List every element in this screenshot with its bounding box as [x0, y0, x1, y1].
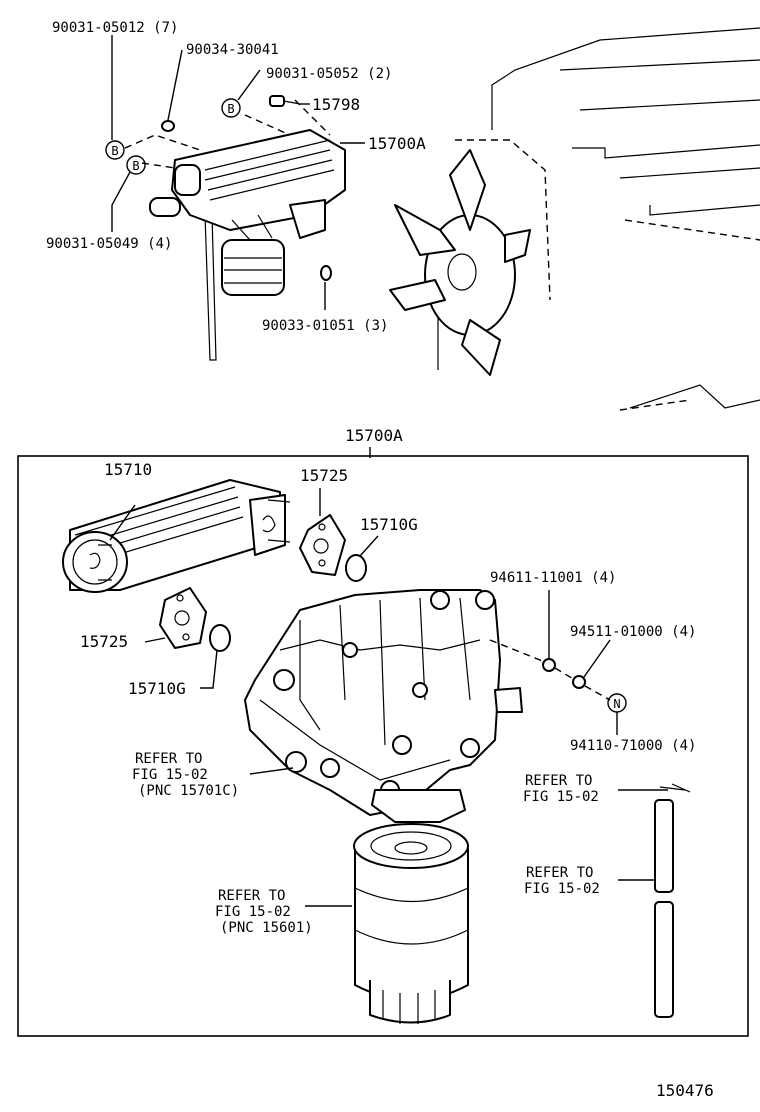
- label-15725-upper: 15725: [300, 466, 348, 485]
- refer-note-dipstick: REFER TO FIG 15-02: [524, 865, 600, 897]
- box-leader-lines: [109, 488, 668, 907]
- oil-cooler-assembly-top: [149, 129, 346, 361]
- circle-n-label: N: [613, 697, 620, 711]
- label-15710: 15710: [104, 460, 152, 479]
- o-ring-15710g-lower: [209, 624, 231, 652]
- label-90034-30041: 90034-30041: [186, 42, 279, 58]
- assembly-frame: [17, 455, 749, 1037]
- oil-cooler-15710: [62, 479, 291, 593]
- washer-94611-icon: [542, 658, 556, 672]
- fan-icon: [389, 149, 531, 376]
- ring-icon: [320, 265, 332, 281]
- diagram-code: 150476: [656, 1081, 714, 1100]
- svg-text:FIG 15-02: FIG 15-02: [524, 881, 600, 897]
- engine-outline: [455, 27, 760, 411]
- top-leader-lines: [111, 35, 365, 310]
- oil-filter-bracket-housing: [244, 589, 523, 823]
- label-15700a-box: 15700A: [345, 426, 403, 445]
- svg-text:REFER TO: REFER TO: [135, 751, 202, 767]
- svg-text:REFER TO: REFER TO: [526, 865, 593, 881]
- label-15710g-upper: 15710G: [360, 515, 418, 534]
- circle-b-marker-3: [221, 98, 241, 118]
- svg-text:FIG 15-02: FIG 15-02: [215, 904, 291, 920]
- svg-text:FIG 15-02: FIG 15-02: [132, 767, 208, 783]
- label-94511-01000: 94511-01000 (4): [570, 624, 696, 640]
- gasket-icon: [161, 120, 175, 132]
- gasket-15725-lower: [159, 587, 207, 649]
- refer-note-dipstick-guide: REFER TO FIG 15-02: [523, 773, 599, 805]
- svg-text:REFER TO: REFER TO: [218, 888, 285, 904]
- label-15725-lower: 15725: [80, 632, 128, 651]
- svg-text:FIG 15-02: FIG 15-02: [523, 789, 599, 805]
- label-90033-01051: 90033-01051 (3): [262, 318, 388, 334]
- svg-text:(PNC 15701C): (PNC 15701C): [138, 783, 239, 799]
- refer-note-pnc-15601: REFER TO FIG 15-02 (PNC 15601): [215, 888, 313, 936]
- circle-b-marker-2: [126, 155, 146, 175]
- label-94611-11001: 94611-11001 (4): [490, 570, 616, 586]
- refer-note-pnc-15701c: REFER TO FIG 15-02 (PNC 15701C): [132, 751, 239, 799]
- oil-filter: [353, 823, 469, 1024]
- circle-b-marker-1: [105, 140, 125, 160]
- label-90031-05012: 90031-05012 (7): [52, 20, 178, 36]
- circle-b-label: B: [227, 102, 234, 116]
- svg-text:REFER TO: REFER TO: [525, 773, 592, 789]
- bolt-15798-icon: [269, 95, 301, 107]
- svg-text:(PNC 15601): (PNC 15601): [220, 920, 313, 936]
- label-90031-05052: 90031-05052 (2): [266, 66, 392, 82]
- dipstick: [654, 783, 691, 1018]
- label-15710g-lower: 15710G: [128, 679, 186, 698]
- washer-94511-icon: [572, 675, 586, 689]
- circle-b-label: B: [111, 144, 118, 158]
- label-15798: 15798: [312, 95, 360, 114]
- label-90031-05049: 90031-05049 (4): [46, 236, 172, 252]
- gasket-15725-upper: [299, 514, 346, 576]
- o-ring-15710g-upper: [345, 554, 367, 582]
- label-15700a-top: 15700A: [368, 134, 426, 153]
- circle-b-label: B: [132, 159, 139, 173]
- label-94110-71000: 94110-71000 (4): [570, 738, 696, 754]
